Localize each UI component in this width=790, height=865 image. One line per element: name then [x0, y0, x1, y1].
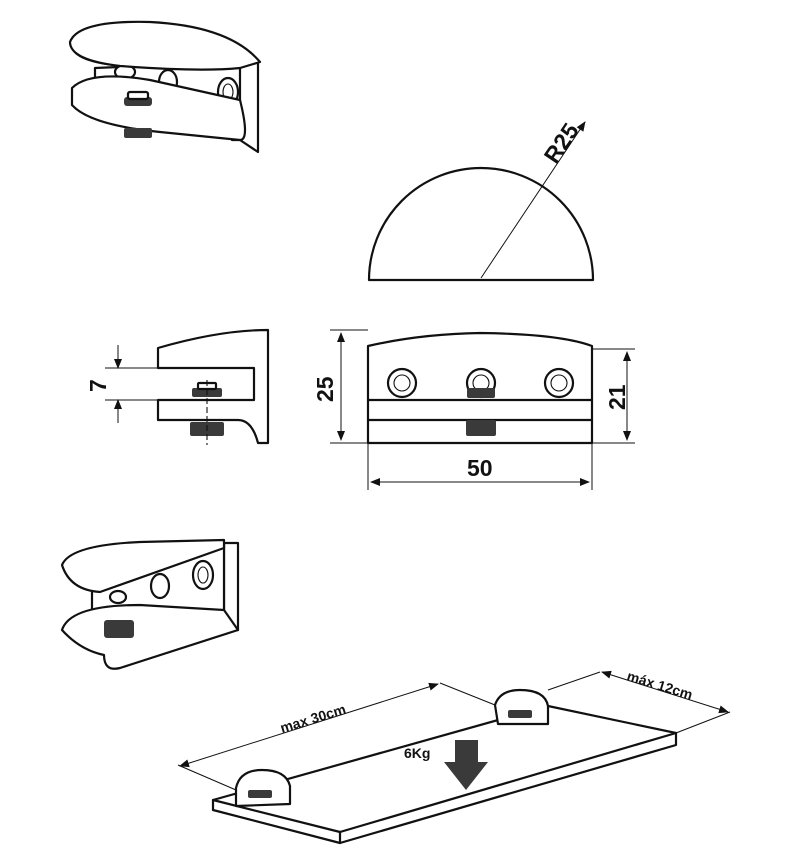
- bracket-side-view: 7: [85, 328, 270, 445]
- dimension-50-label: 50: [467, 455, 493, 481]
- radius-label: R25: [539, 118, 584, 168]
- bracket-front-view: 25 21 50: [312, 329, 635, 490]
- bracket-isometric-top: [68, 20, 262, 154]
- dimension-7-label: 7: [85, 379, 111, 392]
- shelf-bracket-rear: [493, 688, 550, 726]
- dimension-25-label: 25: [312, 376, 338, 402]
- max-length-label: max 30cm: [278, 701, 347, 736]
- down-arrow-icon: [444, 740, 488, 790]
- max-width-label: máx 12cm: [625, 668, 694, 703]
- load-label: 6Kg: [404, 745, 430, 761]
- half-circle-top-view: R25: [367, 118, 595, 282]
- shelf-bracket-front: [234, 768, 292, 808]
- bracket-isometric-bottom: [60, 538, 240, 670]
- shelf-assembly: max 30cm máx 12cm 6Kg: [177, 668, 731, 845]
- dimension-21-label: 21: [604, 384, 630, 410]
